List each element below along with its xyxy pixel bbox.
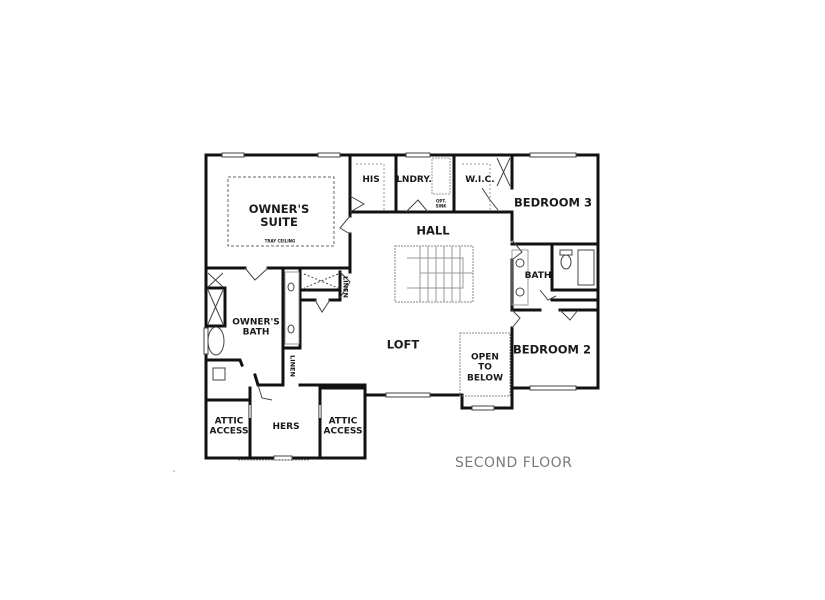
room-label-bedroom-3: BEDROOM 3 [513, 195, 593, 210]
optional-sink-note: OPT. SINK [435, 198, 447, 208]
room-label-his: HIS [362, 174, 380, 185]
room-label-hall: HALL [416, 223, 450, 238]
room-label-attic-access-left: ATTIC ACCESS [209, 416, 249, 437]
room-label-attic-access-right: ATTIC ACCESS [323, 416, 363, 437]
room-label-hers: HERS [272, 421, 300, 432]
room-label-loft: LOFT [386, 337, 420, 352]
room-label-linen-upper: LINEN [341, 276, 350, 298]
stray-mark [173, 470, 175, 472]
floor-plan-title: SECOND FLOOR [455, 455, 573, 471]
room-label-owners-suite: OWNER'S SUITE [248, 201, 310, 229]
room-label-owners-bath: OWNER'S BATH [232, 317, 280, 338]
room-label-wic: W.I.C. [465, 174, 495, 185]
room-label-open-to-below: OPEN TO BELOW [467, 352, 503, 384]
room-label-linen-lower: LINEN [288, 355, 297, 377]
tray-ceiling-note: TRAY CEILING [264, 238, 296, 244]
room-label-bath: BATH [524, 270, 552, 281]
room-label-bedroom-2: BEDROOM 2 [512, 342, 592, 357]
room-label-laundry: LNDRY. [396, 174, 432, 185]
